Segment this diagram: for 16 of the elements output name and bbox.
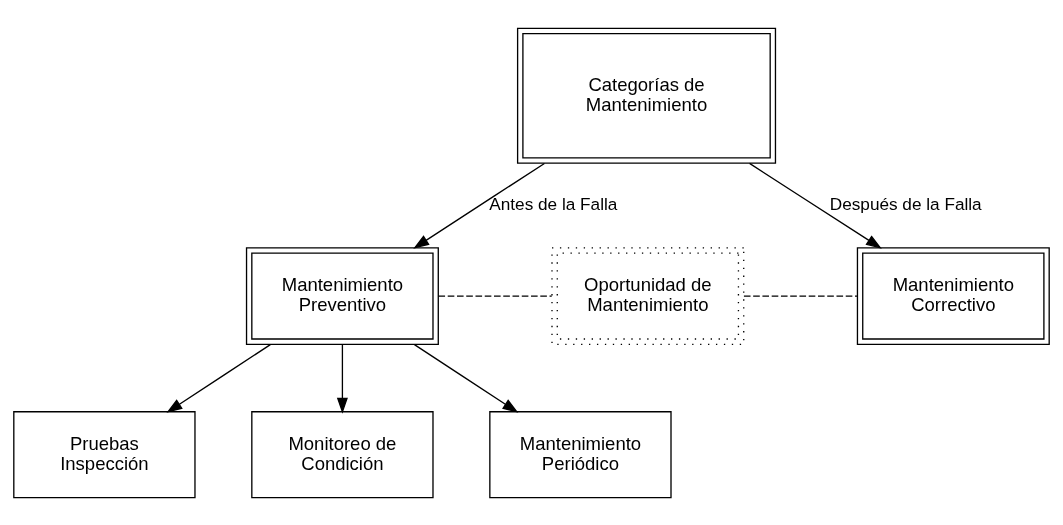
- connector: [743, 294, 858, 297]
- arrow: [748, 162, 882, 249]
- node-box: Categorías de Mantenimiento: [516, 27, 777, 164]
- arrow: [413, 343, 519, 413]
- node-box: Oportunidad de Mantenimiento: [551, 246, 745, 345]
- arrow: [166, 343, 272, 413]
- node-box: Mantenimiento Preventivo: [245, 246, 439, 345]
- edge-label: Después de la Falla: [829, 193, 982, 214]
- arrow: [336, 343, 348, 414]
- node-box: Monitoreo de Condición: [251, 410, 434, 498]
- arrow: [413, 162, 546, 249]
- edge-label: Antes de la Falla: [489, 193, 618, 214]
- node-box: Pruebas Inspección: [13, 410, 196, 498]
- node-box: Mantenimiento Correctivo: [856, 246, 1050, 345]
- connector: [437, 294, 553, 297]
- node-box: Mantenimiento Periódico: [489, 410, 672, 498]
